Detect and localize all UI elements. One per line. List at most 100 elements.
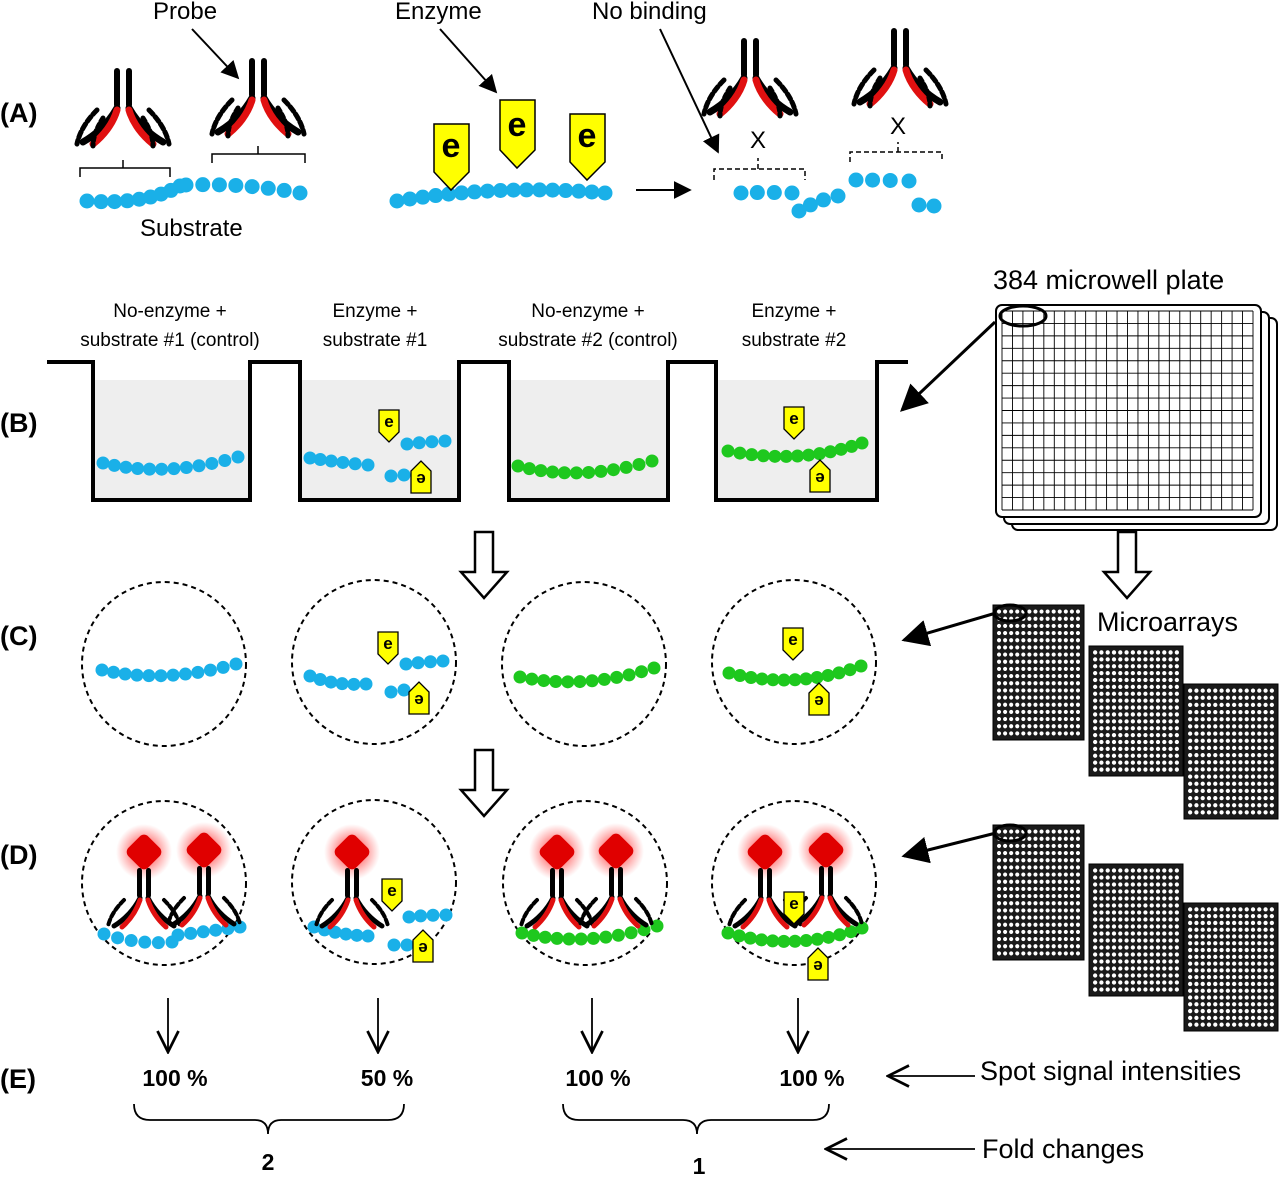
substrate-bead [558, 183, 574, 199]
substrate-bead [513, 670, 527, 684]
labelled-probe-icon [580, 823, 652, 926]
substrate-bead [843, 663, 857, 677]
substrate-bead [848, 172, 864, 188]
substrate-chain [96, 450, 245, 476]
microarray-icon [992, 823, 1279, 1032]
substrate-bead [233, 920, 247, 934]
substrate-bead [93, 194, 109, 210]
substrate-bead [428, 188, 444, 204]
substrate-bead [911, 197, 927, 213]
substrate-fragments [733, 172, 942, 219]
well-4-liquid [718, 380, 875, 498]
substrate-bead [97, 927, 111, 941]
probe-icon [77, 68, 169, 146]
substrate-bead [107, 665, 121, 679]
well-zoom-arrow [900, 320, 997, 412]
spot-signal-label: Spot signal intensities [980, 1056, 1241, 1086]
labelled-probe-icon [168, 822, 240, 925]
substrate-bead [822, 930, 835, 944]
svg-text:e: e [442, 127, 461, 165]
substrate-bead [799, 672, 813, 686]
substrate-bead [292, 185, 308, 201]
microarray-slide [992, 823, 1085, 961]
probe-icon [212, 58, 304, 136]
substrate-bead [519, 182, 535, 198]
substrate-bead [624, 926, 638, 940]
substrate-chain [722, 659, 868, 687]
substrate-bead [209, 923, 223, 937]
substrate-bead [610, 670, 624, 684]
substrate-bead [538, 930, 552, 944]
fold-change-1: 2 [262, 1149, 275, 1175]
substrate-bead [400, 437, 414, 451]
probe-pointer-arrow [191, 28, 240, 80]
substrate-bead [178, 667, 192, 681]
well-4-label-line2: substrate #2 [742, 330, 847, 351]
substrate-bead [154, 669, 168, 683]
well-2-label-line1: Enzyme + [332, 301, 417, 322]
substrate-bead [791, 203, 807, 219]
substrate-bead [303, 451, 317, 465]
substrate-bead [722, 666, 736, 680]
spot-2 [291, 799, 457, 965]
substrate-bead [821, 668, 835, 682]
probe-icon [704, 38, 796, 116]
substrate-bead [522, 462, 536, 476]
substrate-label: Substrate [140, 215, 243, 242]
substrate-bead [231, 450, 245, 464]
substrate-bead [749, 185, 765, 201]
substrate-bead [788, 673, 802, 687]
enzyme-icon: e [433, 123, 470, 192]
substrate-bead [632, 458, 646, 472]
spot-zoom-arrow [901, 611, 997, 647]
substrate-bead [573, 675, 587, 689]
labelled-probe-icon [108, 824, 180, 927]
substrate-bead [423, 655, 437, 669]
plate-well-highlight [998, 304, 1048, 328]
substrate-bead [777, 934, 791, 948]
substrate-bead [802, 448, 816, 462]
microarray-icon [992, 603, 1279, 820]
substrate-bead [131, 191, 147, 207]
substrate-bead [229, 657, 243, 671]
substrate-bead [545, 182, 561, 198]
substrate-bead [389, 193, 405, 209]
substrate-bead [557, 466, 571, 480]
substrate-bead [597, 672, 611, 686]
substrate-chain [389, 182, 613, 209]
substrate-bead [756, 449, 770, 463]
substrate-bead [561, 675, 575, 689]
microarray-slide [992, 603, 1085, 741]
substrate-bead [854, 659, 868, 673]
substrate-bead [732, 929, 746, 943]
fold-bracket-2 [562, 1103, 830, 1135]
intensity-1: 100 % [142, 1065, 207, 1091]
substrate-bead [130, 668, 144, 682]
substrate-bead [119, 193, 135, 209]
substrate-bead [196, 925, 210, 939]
substrate-bead [606, 463, 620, 477]
substrate-bead [412, 436, 426, 450]
microarray-slide [1183, 902, 1279, 1032]
substrate-bead [178, 177, 194, 193]
enzyme-icon: e [569, 113, 606, 182]
substrate-bead [384, 685, 398, 699]
panel-label-e: (E) [0, 1064, 36, 1094]
substrate-bead [335, 677, 349, 691]
substrate-bead [582, 465, 596, 479]
labelled-probe-icon [521, 824, 593, 927]
substrate-bead [96, 456, 110, 470]
substrate-bead [534, 464, 548, 478]
substrate-bead [107, 458, 121, 472]
enzyme-label: Enzyme [395, 0, 482, 25]
down-arrow-icon [458, 748, 510, 818]
substrate-bead [328, 925, 342, 939]
spot-3 [501, 581, 667, 747]
substrate-bead [779, 449, 793, 463]
substrate-bead [833, 928, 847, 942]
plate-label: 384 microwell plate [993, 265, 1224, 295]
binding-bracket [211, 146, 306, 163]
substrate-bead [619, 460, 633, 474]
enzyme-icon: e [499, 99, 536, 170]
substrate-bead [218, 454, 232, 468]
